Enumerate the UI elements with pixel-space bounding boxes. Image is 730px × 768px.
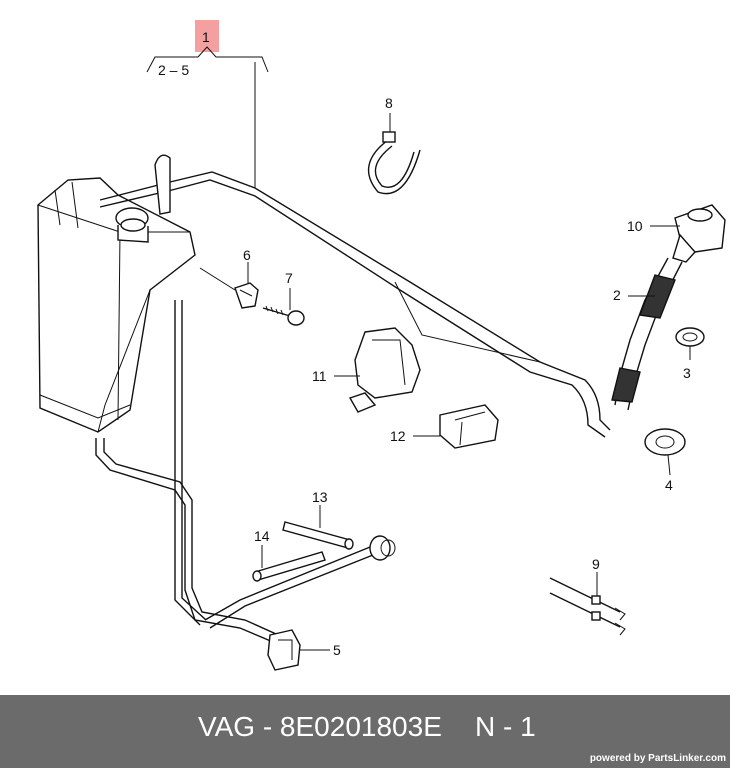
hose-piece-14[interactable]	[252, 551, 326, 582]
canister-to-clip-leader	[199, 267, 236, 291]
callout-1-bracket	[146, 46, 269, 73]
callout-7-label[interactable]: 7	[285, 270, 293, 286]
lower-connector[interactable]	[369, 535, 396, 561]
callout-13-label[interactable]: 13	[312, 489, 328, 505]
callout-12-label[interactable]: 12	[390, 428, 406, 444]
hose-clamp[interactable]	[675, 327, 705, 347]
callout-2-label[interactable]: 2	[613, 287, 621, 303]
cable-ties[interactable]	[549, 577, 626, 636]
footer-bar: VAG - 8E0201803E N - 1 powered by PartsL…	[0, 695, 730, 768]
callout-14-label[interactable]: 14	[254, 528, 270, 544]
vent-valve[interactable]	[672, 204, 726, 263]
grommet[interactable]	[644, 428, 686, 456]
hose-piece-13[interactable]	[282, 521, 354, 550]
brand-credit[interactable]: powered by PartsLinker.com	[589, 753, 726, 764]
line-clip[interactable]	[267, 629, 301, 671]
mounting-bracket[interactable]	[348, 327, 421, 413]
callout-9-label[interactable]: 9	[592, 556, 600, 572]
clip-nut[interactable]	[234, 282, 259, 309]
vent-line-upper[interactable]	[99, 154, 611, 438]
exploded-parts-diagram: 1 2 – 5	[37, 20, 726, 671]
callout-1-range-label: 2 – 5	[158, 62, 189, 78]
callout-5-label[interactable]: 5	[333, 642, 341, 658]
callout-1-label[interactable]: 1	[202, 29, 210, 45]
callout-8-label[interactable]: 8	[385, 95, 393, 111]
charcoal-canister[interactable]	[37, 177, 196, 433]
callout-4-leader	[667, 454, 671, 476]
holder-clip[interactable]	[439, 404, 499, 449]
callout-6-label[interactable]: 6	[243, 247, 251, 263]
callout-11-label[interactable]: 11	[312, 368, 327, 384]
page-label: N - 1	[475, 711, 536, 742]
connecting-hose[interactable]	[611, 257, 683, 411]
cable-tie-strap[interactable]	[367, 131, 421, 195]
callout-4-label[interactable]: 4	[665, 477, 673, 493]
screw[interactable]	[262, 305, 305, 326]
part-code-label: VAG - 8E0201803E	[198, 711, 442, 742]
group-bracket	[394, 281, 541, 363]
callout-10-label[interactable]: 10	[627, 218, 643, 234]
vent-line-lower[interactable]	[95, 300, 379, 646]
callout-3-label[interactable]: 3	[683, 365, 691, 381]
